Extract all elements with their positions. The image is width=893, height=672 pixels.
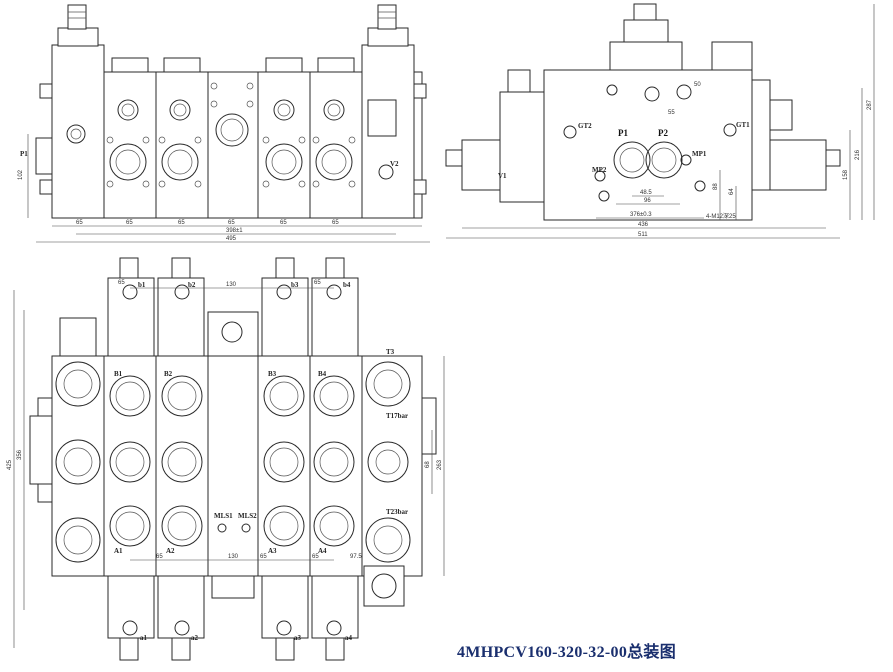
- top-label-b1: b1: [138, 281, 146, 289]
- front-label-v2: V2: [390, 160, 399, 168]
- top-label-A3: A3: [268, 547, 277, 555]
- front-dim-65b: 65: [126, 220, 133, 226]
- front-label-p1: P1: [20, 150, 28, 158]
- front-left-endcap: [51, 44, 105, 219]
- front-dim-65d: 65: [228, 220, 235, 226]
- side-dim-55: 55: [668, 110, 675, 116]
- top-dim-130b: 130: [228, 554, 239, 560]
- top-dim-65c: 65: [156, 554, 163, 560]
- top-label-a1: a1: [140, 634, 148, 642]
- top-dim-68: 68: [425, 461, 431, 468]
- top-label-a3: a3: [294, 634, 302, 642]
- top-label-b2: b2: [188, 281, 196, 289]
- top-dim-356: 356: [17, 449, 23, 460]
- top-label-MLS1: MLS1: [214, 512, 233, 520]
- side-dim-96: 96: [644, 198, 651, 204]
- front-dim-65f: 65: [332, 220, 339, 226]
- side-label-v1: V1: [498, 172, 507, 180]
- top-label-T17bar: T17bar: [386, 412, 408, 420]
- top-label-B1: B1: [114, 370, 123, 378]
- side-label-p2: P2: [658, 128, 668, 138]
- top-label-a4: a4: [345, 634, 353, 642]
- side-dim-436: 436: [638, 222, 649, 228]
- top-label-b3: b3: [291, 281, 299, 289]
- side-dim-64: 64: [729, 188, 735, 195]
- front-dim-398: 398±1: [226, 228, 243, 234]
- side-dim-158: 158: [843, 169, 849, 180]
- front-dim-65a: 65: [76, 220, 83, 226]
- side-dim-88: 88: [713, 183, 719, 190]
- top-label-T23bar: T23bar: [386, 508, 408, 516]
- top-dim-65a: 65: [118, 280, 125, 286]
- side-view: GT2 GT1 P1 P2 MP1 MP2 V1 55 50 48.5 96 3…: [445, 3, 875, 239]
- top-dim-65e: 65: [312, 554, 319, 560]
- side-dim-m12: 4-M12深25: [706, 212, 736, 220]
- side-dim-511: 511: [638, 232, 648, 238]
- top-dim-425: 425: [7, 459, 13, 470]
- top-port-circles: [55, 284, 411, 636]
- front-dim-65e: 65: [280, 220, 287, 226]
- top-label-B3: B3: [268, 370, 277, 378]
- front-dim-102: 102: [18, 169, 24, 180]
- side-label-gt1: GT1: [736, 121, 750, 129]
- side-dim-376: 376±0.3: [630, 212, 652, 218]
- top-label-T3: T3: [386, 348, 395, 356]
- top-dim-65d: 65: [260, 554, 267, 560]
- top-dim-975: 97.5: [350, 554, 362, 560]
- top-label-A2: A2: [166, 547, 175, 555]
- drawing-title: 4MHPCV160-320-32-00总装图: [457, 644, 677, 661]
- top-dim-65b: 65: [314, 280, 321, 286]
- side-label-mp1: MP1: [692, 150, 707, 158]
- top-label-A4: A4: [318, 547, 327, 555]
- top-label-B4: B4: [318, 370, 327, 378]
- front-port-circles: [66, 82, 394, 188]
- top-view: b1 b2 b3 b4 a1 a2 a3 a4 B1 B2 B3 B4 A1 A…: [7, 257, 445, 661]
- side-label-p1: P1: [618, 128, 628, 138]
- front-view: P1 V2 102 65 65 65 65 65 65 398±1 495: [18, 4, 430, 243]
- front-dim-495: 495: [226, 236, 237, 242]
- top-label-a2: a2: [191, 634, 199, 642]
- side-dim-216: 216: [855, 149, 861, 160]
- side-label-mp2: MP2: [592, 166, 607, 174]
- top-label-MLS2: MLS2: [238, 512, 257, 520]
- top-dim-130a: 130: [226, 282, 237, 288]
- side-dim-287: 287: [867, 99, 873, 110]
- top-label-B2: B2: [164, 370, 173, 378]
- top-label-b4: b4: [343, 281, 351, 289]
- front-dim-65c: 65: [178, 220, 185, 226]
- top-label-A1: A1: [114, 547, 123, 555]
- side-dim-48: 48.5: [640, 190, 652, 196]
- front-sections: [103, 57, 363, 219]
- top-dim-263: 263: [437, 459, 443, 470]
- side-dim-50: 50: [694, 82, 701, 88]
- side-label-gt2: GT2: [578, 122, 592, 130]
